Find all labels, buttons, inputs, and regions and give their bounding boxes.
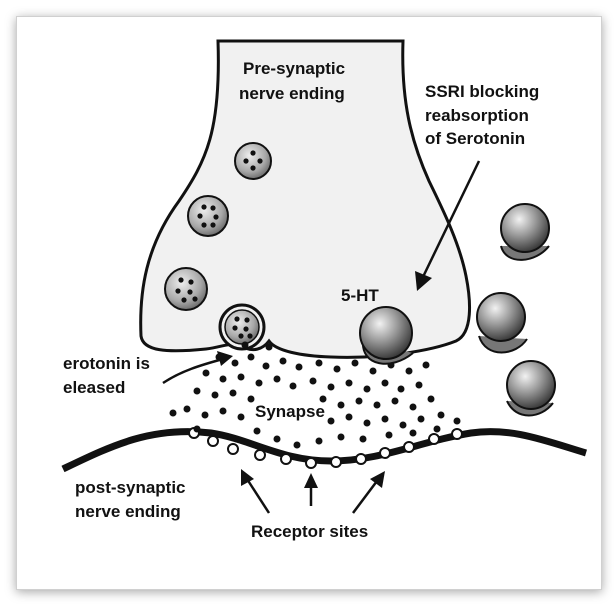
- five-ht-label: 5-HT: [341, 286, 379, 305]
- released-label-line1: erotonin is: [63, 354, 150, 373]
- serotonin-molecules: [169, 341, 461, 449]
- receptor-arrow: [241, 469, 271, 514]
- receptor-site-markers: [188, 427, 463, 469]
- synapse-diagram: Pre-synaptic nerve ending SSRI blocking …: [61, 39, 588, 541]
- ssri-molecule: [500, 203, 550, 261]
- postsynaptic-label-line1: post-synaptic: [75, 478, 186, 497]
- presynaptic-label-line1: Pre-synaptic: [243, 59, 345, 78]
- presynaptic-terminal: [139, 39, 471, 359]
- diagram-frame: Pre-synaptic nerve ending SSRI blocking …: [16, 16, 602, 590]
- released-pointer-arrow: [162, 351, 233, 385]
- ssri-label-line3: of Serotonin: [425, 129, 525, 148]
- synapse-label: Synapse: [255, 402, 325, 421]
- receptor-arrow: [352, 471, 385, 514]
- postsynaptic-membrane: [61, 428, 588, 473]
- released-label-line2: eleased: [63, 378, 125, 397]
- presynaptic-label-line2: nerve ending: [239, 84, 345, 103]
- ssri-molecule: [506, 360, 556, 417]
- vesicle: [187, 195, 229, 237]
- ssri-label-line2: reabsorption: [425, 106, 529, 125]
- ssri-label-line1: SSRI blocking: [425, 82, 539, 101]
- ssri-pointer-arrow: [415, 160, 481, 291]
- vesicle: [164, 267, 208, 311]
- receptor-arrow: [304, 473, 318, 506]
- vesicle-releasing: [218, 303, 266, 351]
- postsynaptic-label-line2: nerve ending: [75, 502, 181, 521]
- ssri-molecule: [476, 292, 528, 354]
- receptor-sites-label: Receptor sites: [251, 522, 368, 541]
- ssri-molecule: [359, 306, 414, 365]
- vesicle: [234, 142, 272, 180]
